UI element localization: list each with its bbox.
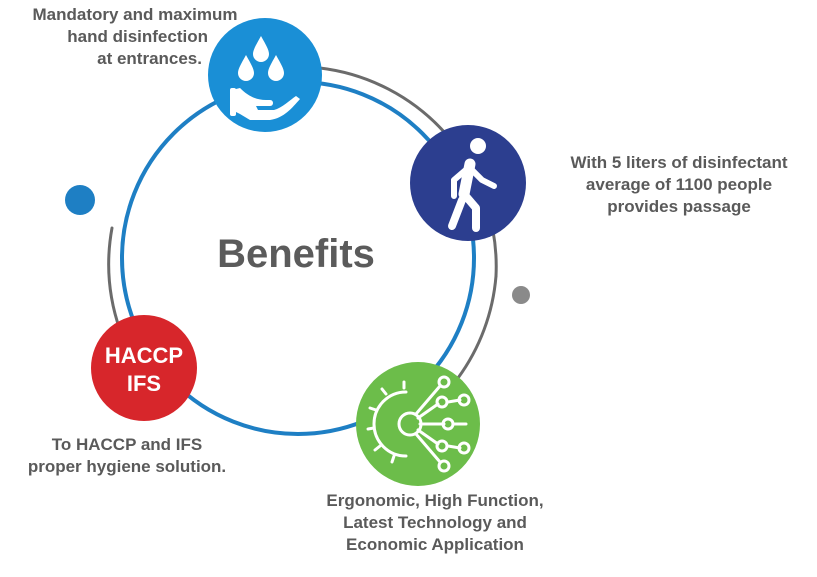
haccp-badge-line-1: HACCP (104, 343, 184, 368)
outer-ring-arc-left (107, 226, 122, 332)
node-passage (410, 125, 526, 241)
gray-dot (512, 286, 530, 304)
node-haccp (91, 315, 197, 421)
outer-ring-arc-right-lower (456, 274, 498, 380)
caption-line: With 5 liters of disinfectant (570, 153, 788, 172)
gear-network-icon (366, 375, 471, 473)
caption-line: average of 1100 people (585, 175, 773, 194)
haccp-badge-line-2: IFS (126, 371, 162, 396)
caption-line: Mandatory and maximum (32, 5, 238, 24)
caption-line: hand disinfection (67, 27, 208, 46)
caption-haccp: To HACCP and IFS proper hygiene solution… (2, 434, 252, 478)
caption-line: Economic Application (346, 535, 524, 554)
node-hand-disinfection (208, 18, 322, 132)
walking-person-icon (448, 138, 497, 232)
caption-line: Latest Technology and (343, 513, 527, 532)
hand-water-drops-icon (230, 36, 300, 120)
caption-line: Ergonomic, High Function, (326, 491, 544, 510)
caption-hand-disinfection: Mandatory and maximum hand disinfection … (0, 4, 270, 70)
blue-dot (65, 185, 95, 215)
caption-technology: Ergonomic, High Function, Latest Technol… (300, 490, 570, 556)
haccp-badge: HACCP IFS (94, 342, 194, 398)
caption-line: provides passage (607, 197, 751, 216)
caption-passage: With 5 liters of disinfectant average of… (544, 152, 814, 218)
diagram-title: Benefits (217, 232, 375, 276)
caption-line: at entrances. (97, 49, 202, 68)
caption-line: proper hygiene solution. (27, 457, 227, 476)
caption-line: To HACCP and IFS (51, 435, 203, 454)
node-technology (356, 362, 480, 486)
